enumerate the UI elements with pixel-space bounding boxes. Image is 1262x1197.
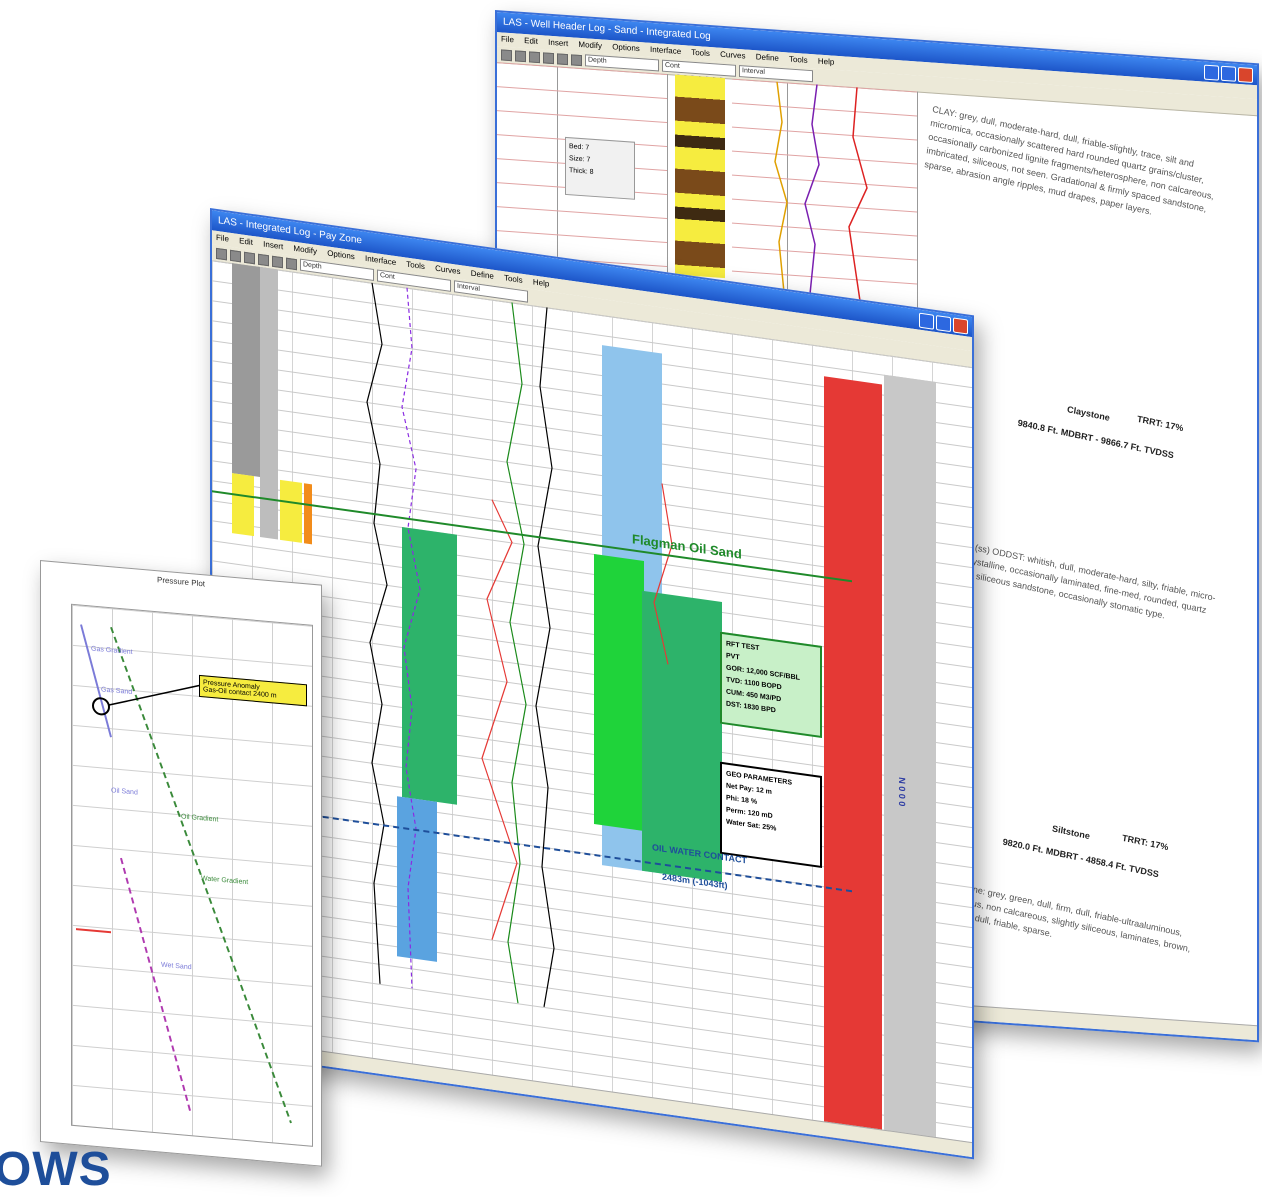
back-curves [774, 81, 868, 308]
lithology-column [675, 74, 725, 279]
menu-help[interactable]: Help [532, 277, 550, 289]
section-1-right: TRRT: 17% [1136, 413, 1184, 434]
lith-description-1: CLAY: grey, dull, moderate-hard, dull, f… [923, 104, 1215, 217]
menu-edit[interactable]: Edit [524, 36, 538, 47]
maximize-button[interactable] [936, 315, 951, 333]
menu-modify[interactable]: Modify [578, 39, 602, 51]
back-log-area: Bed: 7 Size: 7 Thick: 8 CLAY: grey, dull… [497, 62, 1257, 1026]
zoom-icon[interactable] [543, 51, 554, 64]
open-icon[interactable] [216, 247, 227, 260]
menu-interface[interactable]: Interface [365, 253, 397, 268]
section-1-left: Claystone [1066, 404, 1111, 423]
menu-options[interactable]: Options [327, 248, 355, 262]
maximize-button[interactable] [1221, 65, 1236, 82]
menu-help[interactable]: Help [817, 56, 835, 67]
gas-column [304, 483, 312, 545]
pan-icon[interactable] [272, 255, 283, 268]
param-box: GEO PARAMETERS Net Pay: 12 m Phi: 18 % P… [720, 761, 822, 869]
minimize-button[interactable] [919, 312, 934, 330]
sand-column-2 [280, 479, 302, 543]
mid-log-area: N 0 0 0 Flagman Oil Sand RFT TEST PVT GO… [212, 260, 972, 1153]
menu-define[interactable]: Define [470, 268, 494, 281]
section-2-left: Siltstone [1051, 823, 1091, 842]
grid-icon[interactable] [571, 53, 582, 66]
menu-insert[interactable]: Insert [263, 239, 284, 252]
section-2-right: TRRT: 17% [1121, 832, 1169, 853]
menu-file[interactable]: File [501, 34, 514, 45]
close-button[interactable] [953, 317, 968, 335]
track-badge: N 0 0 0 [897, 776, 907, 807]
menu-tools-2[interactable]: Tools [788, 54, 808, 65]
menu-interface[interactable]: Interface [650, 44, 682, 57]
menu-tools[interactable]: Tools [691, 47, 710, 59]
mid-log-window[interactable]: LAS - Integrated Log - Pay Zone File Edi… [210, 208, 974, 1160]
menu-insert[interactable]: Insert [548, 37, 569, 49]
sand-column-1 [232, 473, 254, 537]
menu-curves[interactable]: Curves [720, 49, 746, 61]
lith-description-3: Sandstone: grey, green, dull, firm, dull… [935, 877, 1192, 954]
back-log-window[interactable]: LAS - Well Header Log - Sand - Integrate… [495, 10, 1259, 1043]
gray-badge-track [884, 374, 936, 1153]
save-icon[interactable] [515, 49, 526, 62]
menu-tools-2[interactable]: Tools [503, 273, 523, 285]
print-icon[interactable] [529, 50, 540, 63]
save-icon[interactable] [230, 249, 241, 262]
menu-define[interactable]: Define [755, 52, 779, 63]
legend-box: Bed: 7 Size: 7 Thick: 8 [565, 136, 635, 200]
menu-file[interactable]: File [216, 232, 229, 244]
menu-edit[interactable]: Edit [239, 236, 253, 248]
zoom-icon[interactable] [258, 253, 269, 266]
lith-description-2: SAND: (ss) ODDST: whitish, dull, moderat… [940, 536, 1217, 621]
menu-modify[interactable]: Modify [293, 243, 317, 257]
pressure-gradients [76, 624, 292, 1124]
pressure-plot-window[interactable]: Pressure Plot Pressure Anomaly Gas-Oil c… [40, 560, 322, 1167]
menu-tools[interactable]: Tools [406, 259, 425, 272]
grid-icon[interactable] [286, 257, 297, 270]
brand-logo: OWS [0, 1143, 112, 1196]
menu-options[interactable]: Options [612, 42, 640, 54]
close-button[interactable] [1238, 66, 1253, 84]
menu-curves[interactable]: Curves [435, 263, 461, 277]
test-box: RFT TEST PVT GOR: 12,000 SCF/BBL TVD: 11… [720, 631, 822, 739]
print-icon[interactable] [244, 251, 255, 264]
red-fill-track [824, 376, 882, 1145]
mid-curves [366, 282, 673, 1008]
open-icon[interactable] [501, 48, 512, 61]
pan-icon[interactable] [557, 52, 568, 65]
minimize-button[interactable] [1204, 64, 1219, 81]
